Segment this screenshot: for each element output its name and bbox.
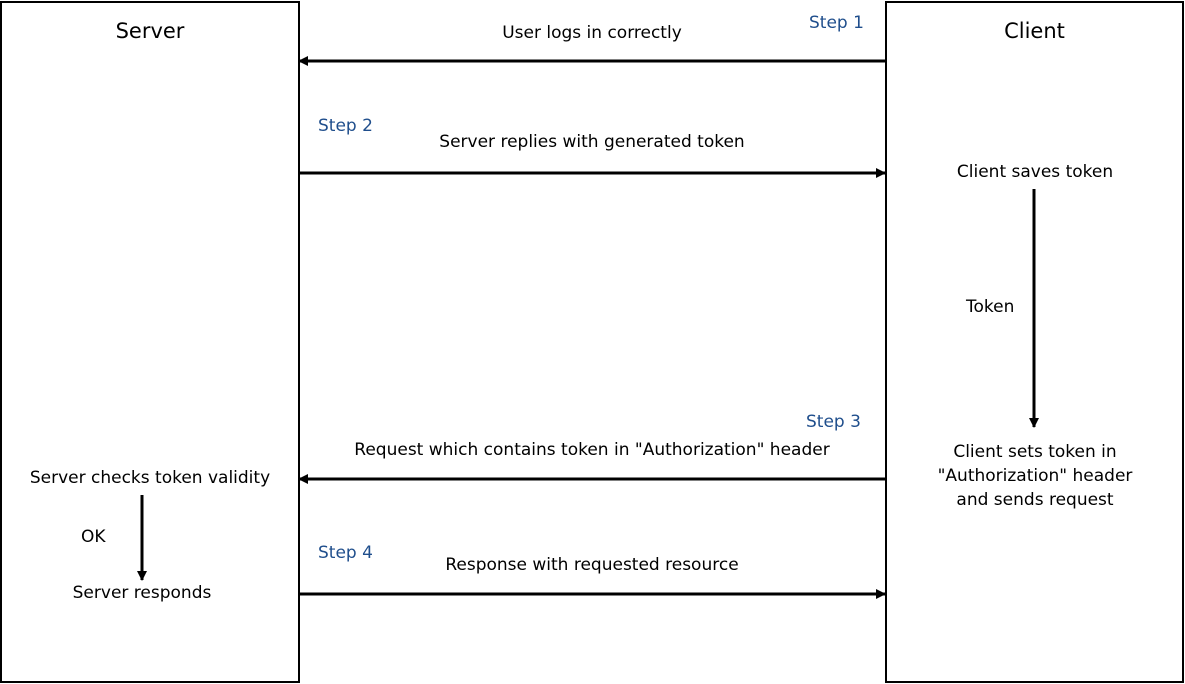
step1-label: Step 1 (809, 13, 864, 33)
client-saves-token: Client saves token (956, 162, 1114, 182)
server-box: Server (0, 1, 300, 683)
client-token-label: Token (966, 297, 1015, 317)
server-ok-label: OK (81, 527, 106, 547)
message-request-with-token: Request which contains token in "Authori… (354, 440, 830, 460)
message-user-logs-in: User logs in correctly (502, 23, 682, 43)
client-title: Client (1004, 19, 1065, 43)
step3-label: Step 3 (806, 412, 861, 432)
server-checks-validity: Server checks token validity (29, 468, 271, 488)
step2-label: Step 2 (318, 116, 373, 136)
client-sets-token-line3: and sends request (956, 490, 1114, 510)
step4-label: Step 4 (318, 543, 373, 563)
message-response-resource: Response with requested resource (445, 555, 739, 575)
client-sets-token-line1: Client sets token in (953, 442, 1117, 462)
message-server-replies: Server replies with generated token (439, 132, 745, 152)
server-responds: Server responds (72, 583, 212, 603)
client-sets-token-line2: "Authorization" header (937, 466, 1133, 486)
server-title: Server (115, 19, 185, 43)
